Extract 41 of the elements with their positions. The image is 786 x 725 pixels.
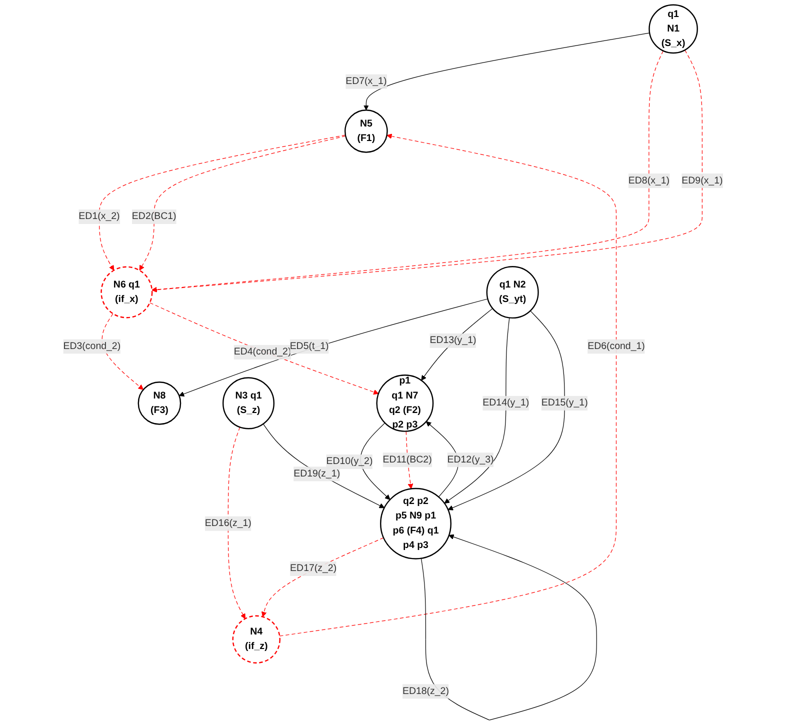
edge-label: ED5(t_1) [290, 341, 329, 352]
edge-label: ED16(z_1) [204, 518, 252, 528]
arrow [421, 308, 493, 381]
arrow [98, 134, 346, 271]
node-circle: N5 (F1) [344, 110, 388, 153]
arrow [178, 298, 488, 397]
node-circle: p1 q1 N7 q2 (F2) p2 p3 [376, 374, 434, 432]
edge-label: ED12(y_3) [447, 454, 494, 465]
edge-label: ED14(y_1) [482, 398, 530, 408]
edge-label: ED17(z_2) [290, 563, 337, 574]
arrow [444, 317, 510, 504]
node-circle: q2 p2 p5 N9 p1 p6 (F4) q1 p4 p3 [380, 488, 452, 560]
arrow [150, 302, 379, 395]
edge-label: ED11(BC2) [382, 454, 432, 465]
arrow [364, 32, 650, 110]
node-circle: q1 N2 (S_yt) [486, 266, 539, 319]
edge-label: ED4(cond_2) [234, 346, 292, 358]
edge-label: ED9(x_1) [682, 175, 723, 186]
edge-label: ED13(y_1) [430, 335, 476, 346]
edge-label: ED10(y_2) [326, 456, 373, 467]
node-circle: q1 N1 (S_x) [648, 4, 698, 54]
node-circle: N3 q1 (S_z) [222, 377, 275, 430]
edge-label: ED15(y_1) [541, 398, 588, 408]
node-circle: N6 q1 (if_x) [100, 266, 153, 318]
edge-label: ED7(x_1) [346, 76, 387, 86]
edge-label: ED6(cond_1) [588, 341, 645, 352]
edge-label: ED8(x_1) [628, 175, 670, 186]
arrow [102, 313, 144, 390]
edge-label: ED2(BC1) [132, 211, 176, 222]
edge-label: ED1(x_2) [78, 211, 120, 222]
arrow [448, 310, 565, 510]
arrow [261, 537, 384, 617]
node-circle: N8 (F3) [138, 382, 182, 425]
arrow [139, 136, 346, 271]
edge-label: ED3(cond_2) [63, 341, 121, 352]
arrow [228, 426, 246, 619]
edge-label: ED18(z_2) [402, 686, 449, 696]
node-circle: N4 (if_z) [232, 615, 280, 664]
edge-label: ED19(z_1) [294, 468, 340, 479]
arrow [279, 134, 617, 636]
arrow [262, 424, 385, 508]
